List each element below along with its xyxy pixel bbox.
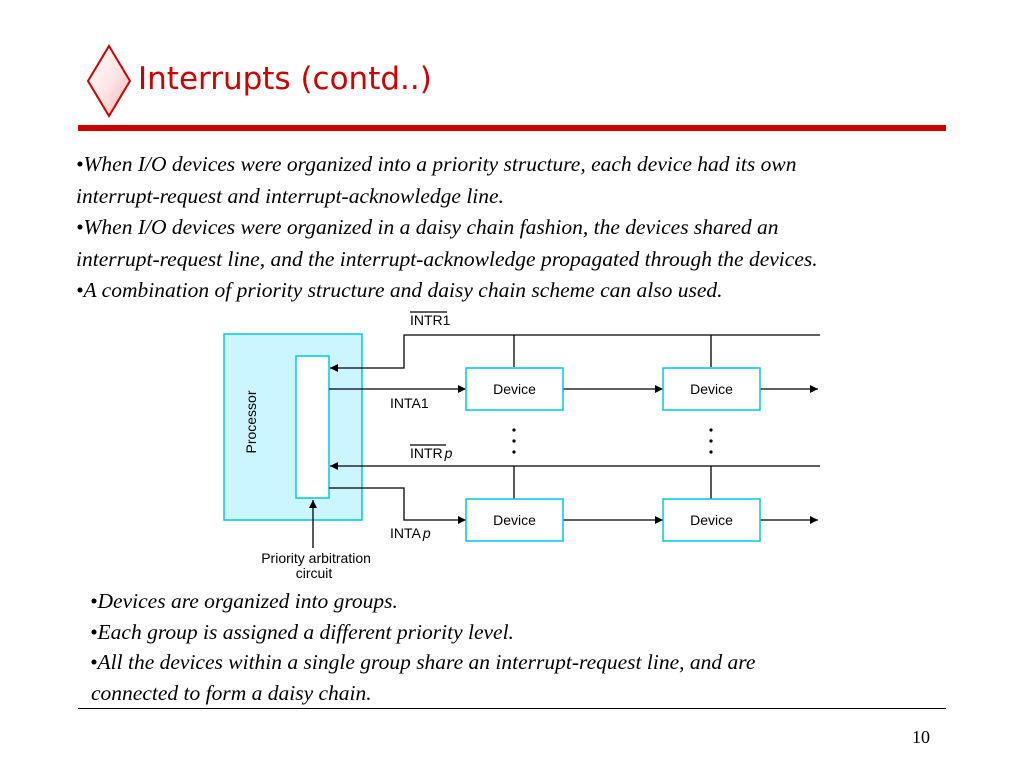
bullet-item: •When I/O devices were organized into a … xyxy=(76,149,996,212)
device-label: Device xyxy=(493,381,536,397)
intr1-line xyxy=(330,334,820,372)
intrp-base: INTR xyxy=(410,445,443,461)
intr1-base: INTR xyxy=(410,312,443,328)
device-block xyxy=(465,367,564,411)
intap-base: INTA xyxy=(390,525,422,541)
arbitration-label-line2: circuit xyxy=(296,565,333,581)
bullet-item: •When I/O devices were organized in a da… xyxy=(76,212,996,275)
bullet-text: •When I/O devices were organized in a da… xyxy=(76,215,779,239)
bullet-text: •All the devices within a single group s… xyxy=(90,650,756,674)
title-underline xyxy=(78,125,946,131)
intr1-suffix: 1 xyxy=(443,312,451,328)
processor-label: Processor xyxy=(243,390,259,453)
device-label: Device xyxy=(690,381,733,397)
device-block xyxy=(662,367,761,411)
bullet-text: •Each group is assigned a different prio… xyxy=(90,619,514,644)
bullet-continuation: interrupt-request line, and the interrup… xyxy=(76,246,818,271)
intap-suffix: p xyxy=(422,525,431,541)
footer-rule xyxy=(78,708,946,709)
device-label: Device xyxy=(493,512,536,528)
arbitration-label-line1: Priority arbitration xyxy=(261,550,371,566)
top-bullet-list: •When I/O devices were organized into a … xyxy=(76,149,996,307)
ellipsis-dots xyxy=(512,428,713,454)
bullet-text: •Devices are organized into groups. xyxy=(90,589,398,613)
bottom-bullet-list: •Devices are organized into groups. •Eac… xyxy=(90,586,990,708)
device-label: Device xyxy=(690,512,733,528)
slide-title: Interrupts (contd..) xyxy=(138,61,432,97)
bullet-text: •A combination of priority structure and… xyxy=(76,278,723,302)
bullet-item: •A combination of priority structure and… xyxy=(76,275,996,307)
page-number: 10 xyxy=(912,727,930,747)
intrp-suffix: p xyxy=(444,445,453,461)
arbitration-circuit-block xyxy=(295,355,330,499)
diamond-logo-icon xyxy=(86,44,132,118)
inta1-label: INTA1 xyxy=(390,395,429,411)
intr1-label: INTR1 xyxy=(410,312,451,328)
device-block xyxy=(465,498,564,542)
device-block xyxy=(662,498,761,542)
bullet-text: •When I/O devices were organized into a … xyxy=(76,152,797,176)
bullet-continuation: connected to form a daisy chain. xyxy=(91,680,372,705)
intap-line xyxy=(329,487,466,524)
processor-block xyxy=(223,333,363,521)
bullet-continuation: interrupt-request and interrupt-acknowle… xyxy=(76,183,504,208)
arbitration-label: Priority arbitration circuit xyxy=(261,550,375,581)
